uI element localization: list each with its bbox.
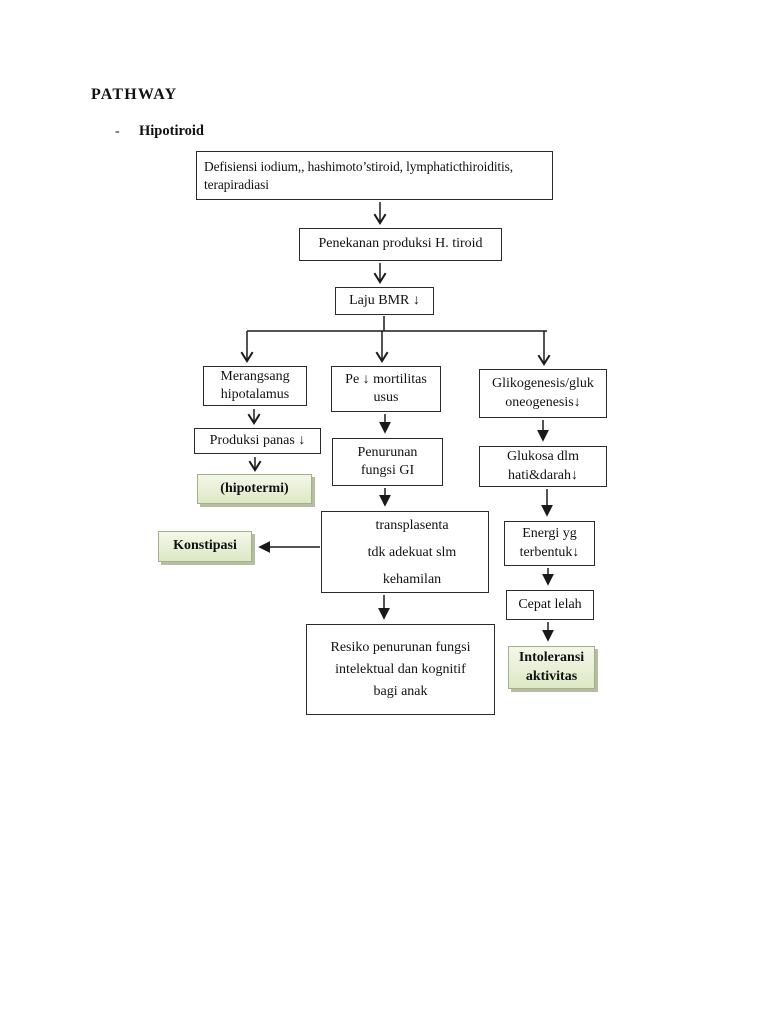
node-konstipasi: Konstipasi [158,531,252,562]
node-laju-bmr: Laju BMR ↓ [335,287,434,315]
node-intoleransi-aktivitas: Intoleransi aktivitas [508,646,595,689]
node-penekanan-produksi: Penekanan produksi H. tiroid [299,228,502,261]
node-merangsang-hipotalamus: Merangsang hipotalamus [203,366,307,406]
node-energi-terbentuk: Energi yg terbentuk↓ [504,521,595,566]
node-cepat-lelah: Cepat lelah [506,590,594,620]
node-defisiensi: Defisiensi iodium,, hashimoto’stiroid, l… [196,151,553,200]
page-title: PATHWAY [91,86,178,103]
list-dash: - [115,124,120,139]
node-glikogenesis: Glikogenesis/gluk oneogenesis↓ [479,369,607,418]
node-penurunan-fungsi-gi: Penurunan fungsi GI [332,438,443,486]
node-pe-mortilitas-usus: Pe ↓ mortilitas usus [331,366,441,412]
branch-connector-line [247,316,547,332]
node-hipotermi: (hipotermi) [197,474,312,504]
node-glukosa-dlm-hati: Glukosa dlm hati&darah↓ [479,446,607,487]
node-resiko-penurunan: Resiko penurunan fungsi intelektual dan … [306,624,495,715]
node-produksi-panas: Produksi panas ↓ [194,428,321,454]
node-transplasenta: transplasenta tdk adekuat slm kehamilan [321,511,489,593]
section-heading: Hipotiroid [139,123,204,139]
